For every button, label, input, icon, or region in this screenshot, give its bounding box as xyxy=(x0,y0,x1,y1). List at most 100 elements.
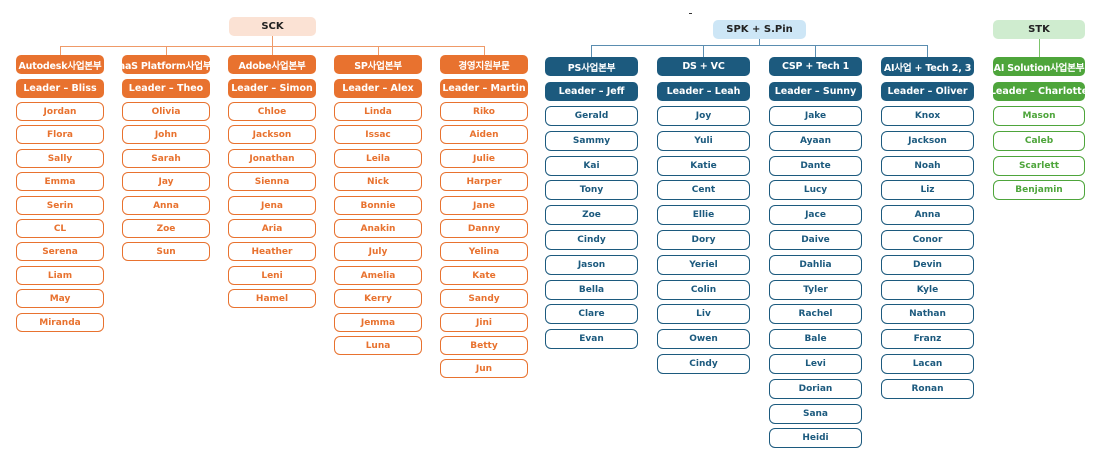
dept-header[interactable]: AI Solution사업본부 xyxy=(993,57,1085,76)
member-box[interactable]: Lacan xyxy=(881,354,974,374)
member-box[interactable]: Sandy xyxy=(440,289,528,308)
member-box[interactable]: Leni xyxy=(228,266,316,285)
member-box[interactable]: Jackson xyxy=(881,131,974,151)
dept-header[interactable]: Autodesk사업본부 xyxy=(16,55,104,74)
dept-header[interactable]: SP사업본부 xyxy=(334,55,422,74)
member-box[interactable]: Flora xyxy=(16,125,104,144)
member-box[interactable]: Scarlett xyxy=(993,156,1085,176)
member-box[interactable]: Jonathan xyxy=(228,149,316,168)
member-box[interactable]: Serin xyxy=(16,196,104,215)
member-box[interactable]: Olivia xyxy=(122,102,210,121)
member-box[interactable]: Jay xyxy=(122,172,210,191)
dept-header[interactable]: 경영지원부문 xyxy=(440,55,528,74)
member-box[interactable]: Emma xyxy=(16,172,104,191)
member-box[interactable]: Harper xyxy=(440,172,528,191)
dept-header[interactable]: AI사업 + Tech 2, 3 xyxy=(881,57,974,76)
member-box[interactable]: Gerald xyxy=(545,106,638,126)
member-box[interactable]: Bella xyxy=(545,280,638,300)
member-box[interactable]: Anna xyxy=(122,196,210,215)
leader-box[interactable]: Leader – Bliss xyxy=(16,79,104,98)
member-box[interactable]: Colin xyxy=(657,280,750,300)
member-box[interactable]: Jordan xyxy=(16,102,104,121)
member-box[interactable]: Sana xyxy=(769,404,862,424)
member-box[interactable]: Daive xyxy=(769,230,862,250)
leader-box[interactable]: Leader – Martin xyxy=(440,79,528,98)
member-box[interactable]: Aiden xyxy=(440,125,528,144)
member-box[interactable]: Levi xyxy=(769,354,862,374)
dept-header[interactable]: CSP + Tech 1 xyxy=(769,57,862,76)
member-box[interactable]: Leila xyxy=(334,149,422,168)
member-box[interactable]: Kerry xyxy=(334,289,422,308)
member-box[interactable]: Katie xyxy=(657,156,750,176)
member-box[interactable]: Yelina xyxy=(440,242,528,261)
member-box[interactable]: Bale xyxy=(769,329,862,349)
member-box[interactable]: Ayaan xyxy=(769,131,862,151)
member-box[interactable]: John xyxy=(122,125,210,144)
member-box[interactable]: Dory xyxy=(657,230,750,250)
dept-header[interactable]: PS사업본부 xyxy=(545,57,638,76)
member-box[interactable]: Kyle xyxy=(881,280,974,300)
member-box[interactable]: Liam xyxy=(16,266,104,285)
member-box[interactable]: Jun xyxy=(440,359,528,378)
member-box[interactable]: Heather xyxy=(228,242,316,261)
member-box[interactable]: Jini xyxy=(440,313,528,332)
member-box[interactable]: Evan xyxy=(545,329,638,349)
leader-box[interactable]: Leader – Alex xyxy=(334,79,422,98)
member-box[interactable]: July xyxy=(334,242,422,261)
member-box[interactable]: Sienna xyxy=(228,172,316,191)
member-box[interactable]: Serena xyxy=(16,242,104,261)
member-box[interactable]: Noah xyxy=(881,156,974,176)
member-box[interactable]: Luna xyxy=(334,336,422,355)
member-box[interactable]: Mason xyxy=(993,106,1085,126)
member-box[interactable]: Betty xyxy=(440,336,528,355)
member-box[interactable]: Cent xyxy=(657,180,750,200)
member-box[interactable]: Ellie xyxy=(657,205,750,225)
member-box[interactable]: Issac xyxy=(334,125,422,144)
member-box[interactable]: Anakin xyxy=(334,219,422,238)
dept-header[interactable]: Adobe사업본부 xyxy=(228,55,316,74)
member-box[interactable]: Jena xyxy=(228,196,316,215)
member-box[interactable]: Jackson xyxy=(228,125,316,144)
member-box[interactable]: Tyler xyxy=(769,280,862,300)
member-box[interactable]: Dorian xyxy=(769,379,862,399)
member-box[interactable]: Ronan xyxy=(881,379,974,399)
member-box[interactable]: Rachel xyxy=(769,304,862,324)
leader-box[interactable]: Leader – Theo xyxy=(122,79,210,98)
member-box[interactable]: Cindy xyxy=(545,230,638,250)
leader-box[interactable]: Leader – Sunny xyxy=(769,82,862,101)
member-box[interactable]: Caleb xyxy=(993,131,1085,151)
member-box[interactable]: Conor xyxy=(881,230,974,250)
member-box[interactable]: Clare xyxy=(545,304,638,324)
group-title-stk[interactable]: STK xyxy=(993,20,1085,39)
member-box[interactable]: Sarah xyxy=(122,149,210,168)
member-box[interactable]: Yuli xyxy=(657,131,750,151)
leader-box[interactable]: Leader – Oliver xyxy=(881,82,974,101)
member-box[interactable]: May xyxy=(16,289,104,308)
leader-box[interactable]: Leader – Simon xyxy=(228,79,316,98)
member-box[interactable]: Benjamin xyxy=(993,180,1085,200)
member-box[interactable]: Sammy xyxy=(545,131,638,151)
member-box[interactable]: Zoe xyxy=(545,205,638,225)
leader-box[interactable]: Leader – Charlotte xyxy=(993,82,1085,101)
member-box[interactable]: Franz xyxy=(881,329,974,349)
group-title-sck[interactable]: SCK xyxy=(229,17,316,36)
member-box[interactable]: Jason xyxy=(545,255,638,275)
member-box[interactable]: Nathan xyxy=(881,304,974,324)
member-box[interactable]: Amelia xyxy=(334,266,422,285)
member-box[interactable]: Chloe xyxy=(228,102,316,121)
member-box[interactable]: Jane xyxy=(440,196,528,215)
member-box[interactable]: Liv xyxy=(657,304,750,324)
member-box[interactable]: Dahlia xyxy=(769,255,862,275)
member-box[interactable]: Sally xyxy=(16,149,104,168)
member-box[interactable]: Joy xyxy=(657,106,750,126)
member-box[interactable]: Jemma xyxy=(334,313,422,332)
member-box[interactable]: Hamel xyxy=(228,289,316,308)
member-box[interactable]: Owen xyxy=(657,329,750,349)
leader-box[interactable]: Leader – Jeff xyxy=(545,82,638,101)
group-title-spk[interactable]: SPK + S.Pin xyxy=(713,20,806,39)
member-box[interactable]: Danny xyxy=(440,219,528,238)
member-box[interactable]: Lucy xyxy=(769,180,862,200)
member-box[interactable]: Kai xyxy=(545,156,638,176)
leader-box[interactable]: Leader – Leah xyxy=(657,82,750,101)
member-box[interactable]: Bonnie xyxy=(334,196,422,215)
